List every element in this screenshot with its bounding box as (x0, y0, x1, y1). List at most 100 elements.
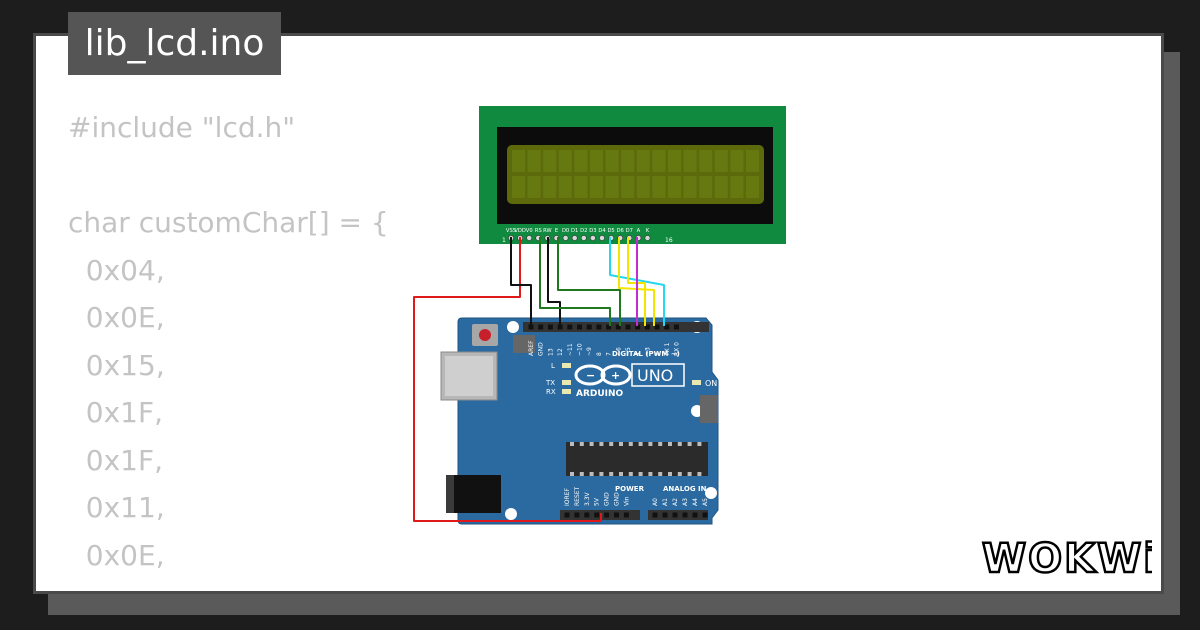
lcd-pin-label: VDD (514, 228, 526, 234)
header-pin[interactable] (623, 512, 629, 518)
chip-pin (697, 472, 702, 476)
chip-pin (589, 442, 594, 446)
header-pin[interactable] (577, 324, 582, 330)
lcd-cell (605, 150, 619, 172)
header-pin[interactable] (625, 324, 631, 330)
wokwi-logo[interactable]: WOKWi (980, 534, 1152, 582)
lcd-cell (683, 150, 697, 172)
usb-port-inner (445, 356, 493, 396)
code-line: #include "lcd.h" (68, 111, 296, 144)
digital-pin-label: TX 1 (664, 342, 671, 357)
header-pin[interactable] (547, 324, 553, 330)
header-pin[interactable] (574, 512, 580, 518)
header-pin[interactable] (564, 512, 570, 518)
chip-pin (570, 472, 574, 476)
header-pin[interactable] (538, 324, 544, 330)
header-pin[interactable] (606, 324, 612, 330)
wire-e-pin11[interactable] (557, 237, 621, 326)
lcd-pin[interactable] (562, 235, 569, 241)
lcd-pin[interactable] (571, 235, 578, 241)
lcd-pin-label: D0 (562, 228, 569, 234)
header-pin[interactable] (674, 324, 679, 330)
header-pin[interactable] (644, 324, 650, 330)
code-line: char customChar[] = { (68, 206, 389, 239)
reset-button-cap-icon (479, 329, 491, 341)
header-pin[interactable] (596, 324, 602, 330)
lcd-pin-label: V0 (526, 228, 533, 234)
header-pin[interactable] (672, 512, 678, 518)
lcd-cell (652, 176, 666, 198)
lcd-cell (558, 176, 572, 198)
chip-pin (677, 472, 682, 476)
header-pin[interactable] (614, 512, 619, 518)
lcd-pin-first: 1 (502, 237, 506, 244)
header-pin[interactable] (692, 512, 698, 518)
digital-pin-label: 7 (606, 352, 613, 356)
lcd-pin[interactable] (644, 235, 651, 241)
header-pin[interactable] (567, 324, 573, 330)
wires (413, 237, 665, 522)
bottom-pin-label: GND (604, 492, 611, 506)
header-pin[interactable] (528, 324, 534, 330)
chip-pin (579, 442, 584, 446)
header-pin[interactable] (654, 324, 660, 330)
header-pin[interactable] (662, 512, 668, 518)
wire-vss-gnd[interactable] (510, 237, 532, 326)
wire-rs-pin12[interactable] (539, 237, 611, 326)
header-pin[interactable] (702, 512, 708, 518)
header-pin[interactable] (594, 512, 600, 518)
chip-pin (648, 472, 653, 476)
header-pin[interactable] (652, 512, 658, 518)
chip-pin (687, 442, 692, 446)
lcd-pin[interactable] (580, 235, 587, 241)
wire-vdd-5v[interactable] (413, 237, 602, 522)
digital-pin-label: GND (538, 342, 545, 356)
wire-rw-gnd[interactable] (547, 237, 561, 326)
header-pin[interactable] (615, 324, 621, 330)
header-pin[interactable] (557, 324, 563, 330)
header-pin[interactable] (664, 324, 670, 330)
header-pin[interactable] (604, 512, 610, 518)
header-pin[interactable] (682, 512, 688, 518)
led-l-label: L (551, 362, 555, 370)
code-line: 0x15, (68, 348, 165, 382)
chip-pin (668, 442, 672, 446)
lcd-cell (730, 150, 744, 172)
bottom-pin-label: RESET (574, 486, 581, 506)
digital-pin-label: AREF (528, 340, 535, 356)
lcd-cell (527, 176, 541, 198)
bottom-header-pins (564, 512, 708, 518)
power-jack (446, 475, 501, 513)
lcd-pin[interactable] (590, 235, 596, 241)
analog-label: ANALOG IN (663, 485, 707, 493)
lcd-pin[interactable] (526, 235, 533, 241)
lcd-pin-label: D5 (607, 228, 614, 234)
led-rx-icon (562, 389, 571, 394)
lcd-cell (512, 176, 525, 198)
chip-pin (658, 442, 663, 446)
bottom-pin-label: A1 (662, 498, 669, 506)
lcd-cell (527, 150, 541, 172)
code-line: 0x11, (68, 491, 165, 524)
file-tab-title[interactable]: lib_lcd.ino (68, 12, 281, 75)
lcd-pin[interactable] (599, 235, 605, 241)
header-pin[interactable] (635, 324, 641, 330)
lcd-cell (543, 176, 557, 198)
model-label: UNO (637, 366, 673, 385)
chip-pin (628, 442, 633, 446)
lcd-pin-label: D1 (571, 228, 578, 234)
lcd-cell (746, 150, 759, 172)
digital-pin-label: RX 0 (674, 342, 681, 356)
code-line: 0x1F, (68, 396, 164, 429)
lcd-pin-label: RS (535, 228, 542, 234)
header-pin[interactable] (584, 512, 590, 518)
led-on-icon (692, 380, 701, 385)
led-tx-label: TX (545, 379, 555, 387)
lcd-pin-label: D4 (598, 228, 606, 234)
header-pin[interactable] (586, 324, 592, 330)
bottom-pin-label: GND (614, 492, 621, 506)
